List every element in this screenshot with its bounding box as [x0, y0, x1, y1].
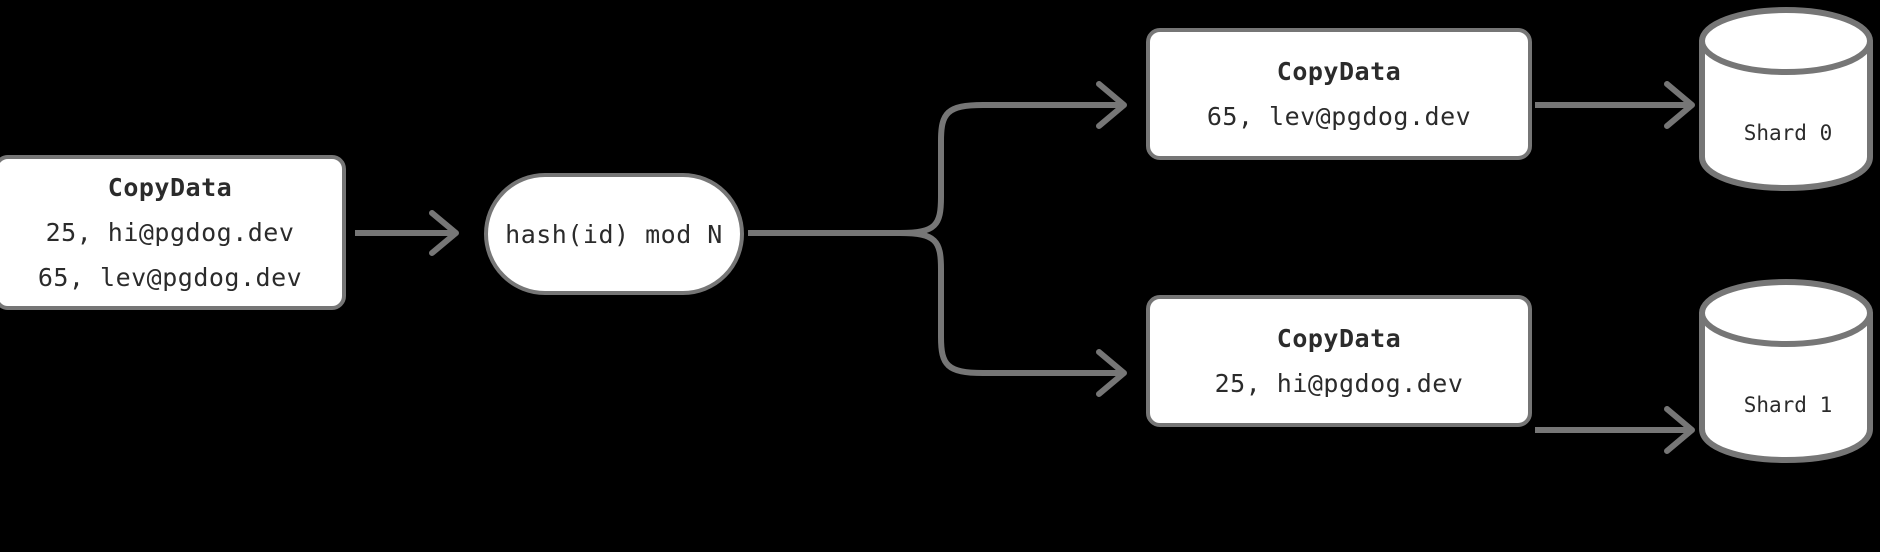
node-branch-1-line-1: 25, hi@pgdog.dev — [1214, 369, 1464, 398]
node-branch-0-line-0: CopyData — [1276, 57, 1402, 86]
node-branch-0-copydata[interactable]: CopyData 65, lev@pgdog.dev — [1146, 28, 1532, 160]
node-source-line-1: 25, hi@pgdog.dev — [45, 218, 295, 247]
database-cylinder-icon — [1699, 279, 1873, 463]
node-router-hash[interactable]: hash(id) mod N — [484, 173, 744, 295]
database-cylinder-icon — [1699, 7, 1873, 191]
node-source-line-0: CopyData — [107, 173, 233, 202]
node-shard-1[interactable]: Shard 1 — [1698, 278, 1878, 464]
edge-source-to-router — [355, 210, 459, 256]
edge-branch-0-to-shard-0 — [1535, 81, 1695, 129]
node-branch-0-line-1: 65, lev@pgdog.dev — [1206, 102, 1472, 131]
node-shard-0[interactable]: Shard 0 — [1698, 6, 1878, 192]
node-shard-1-label: Shard 1 — [1743, 393, 1833, 417]
edge-router-to-branch-1 — [897, 230, 1127, 397]
edge-branch-1-to-shard-1 — [1535, 406, 1695, 454]
node-shard-0-label: Shard 0 — [1743, 121, 1833, 145]
node-router-label: hash(id) mod N — [505, 219, 723, 249]
node-branch-1-line-0: CopyData — [1276, 324, 1402, 353]
node-source-copydata[interactable]: CopyData 25, hi@pgdog.dev 65, lev@pgdog.… — [0, 155, 346, 310]
node-source-line-2: 65, lev@pgdog.dev — [37, 263, 303, 292]
edge-router-to-branch-0 — [897, 81, 1127, 236]
node-branch-1-copydata[interactable]: CopyData 25, hi@pgdog.dev — [1146, 295, 1532, 427]
